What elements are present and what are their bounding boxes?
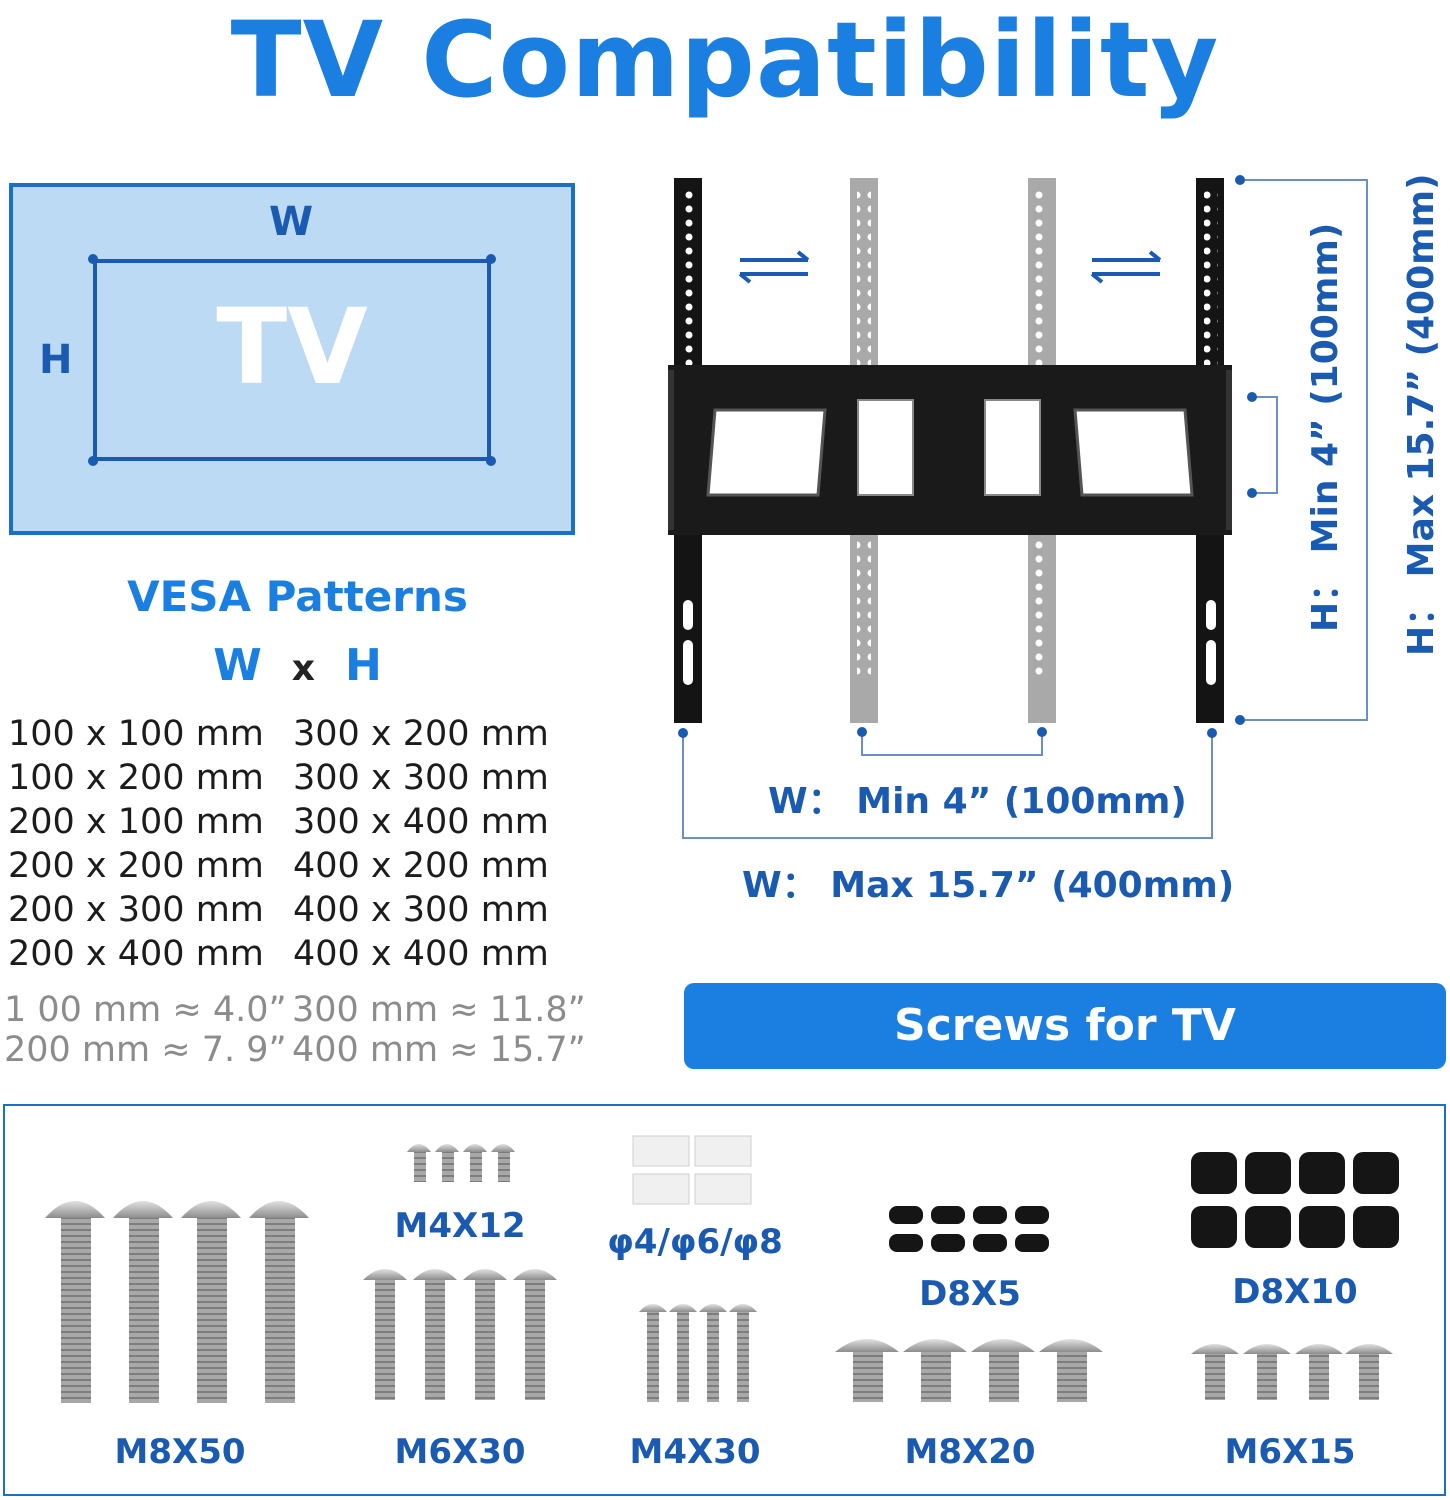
- conversion-item: 400 mm ≈ 15.7”: [292, 1030, 586, 1070]
- washers-label: φ4/φ6/φ8: [607, 1222, 783, 1262]
- d8x10-spacers: [1191, 1152, 1399, 1248]
- corner-dot: [88, 456, 98, 466]
- corner-dot: [486, 456, 496, 466]
- d8x5-spacers: [889, 1206, 1049, 1252]
- conversion-item: 300 mm ≈ 11.8”: [292, 990, 586, 1030]
- pattern-item: 300 x 400 mm: [293, 802, 549, 842]
- pattern-item: 400 x 300 mm: [293, 890, 549, 930]
- pattern-item: 100 x 100 mm: [8, 714, 264, 754]
- pattern-item: 100 x 200 mm: [8, 758, 264, 798]
- pattern-item: 400 x 200 mm: [293, 846, 549, 886]
- pattern-item: 200 x 400 mm: [8, 934, 264, 974]
- height-max-label: H： Max 15.7” (400mm): [1401, 173, 1442, 656]
- d8x5-label: D8X5: [919, 1274, 1021, 1314]
- d8x10-label: D8X10: [1232, 1272, 1358, 1312]
- m6x15-screws: [1191, 1344, 1393, 1400]
- width-label: W: [269, 199, 314, 245]
- m4x12-label: M4X12: [394, 1206, 526, 1246]
- h-letter: H: [344, 640, 382, 691]
- pattern-item: 200 x 100 mm: [8, 802, 264, 842]
- pattern-item: 200 x 200 mm: [8, 846, 264, 886]
- m8x50-screws: [45, 1201, 309, 1403]
- m6x30-label: M6X30: [394, 1432, 526, 1472]
- screws-panel: M8X50 M4X12 M6X30 φ4/φ6/φ8 M4X30 D8X5 M8…: [3, 1104, 1446, 1496]
- conversion-column-2: 300 mm ≈ 11.8” 400 mm ≈ 15.7”: [292, 990, 586, 1070]
- m4x30-label: M4X30: [629, 1432, 761, 1472]
- corner-dot: [486, 254, 496, 264]
- tv-label: TV: [216, 286, 368, 408]
- pattern-item: 300 x 300 mm: [293, 758, 549, 798]
- width-max-label: W： Max 15.7” (400mm): [742, 865, 1235, 906]
- m8x20-label: M8X20: [904, 1432, 1036, 1472]
- conversion-item: 1 00 mm ≈ 4.0”: [4, 990, 287, 1030]
- m6x15-label: M6X15: [1224, 1432, 1356, 1472]
- screws-illustration: [45, 1135, 1399, 1403]
- tv-diagram: W H TV: [9, 183, 575, 535]
- screws-banner: Screws for TV: [684, 983, 1446, 1069]
- m8x50-label: M8X50: [114, 1432, 246, 1472]
- vesa-rectangle: [93, 259, 491, 461]
- corner-dot: [88, 254, 98, 264]
- page-title: TV Compatibility: [230, 0, 1220, 121]
- vesa-title: VESA Patterns: [127, 572, 468, 621]
- pattern-column-1: 100 x 100 mm 100 x 200 mm 200 x 100 mm 2…: [8, 712, 264, 976]
- width-min-label: W： Min 4” (100mm): [768, 781, 1187, 822]
- height-min-label: H： Min 4” (100mm): [1305, 222, 1346, 632]
- washers: [632, 1135, 752, 1205]
- m4x30-screws: [639, 1304, 757, 1402]
- conversion-column-1: 1 00 mm ≈ 4.0” 200 mm ≈ 7. 9”: [4, 990, 287, 1070]
- m4x12-screws: [407, 1144, 515, 1182]
- tv-mount-bracket-illustration: [668, 175, 1368, 839]
- w-letter: W: [213, 640, 262, 691]
- pattern-item: 400 x 400 mm: [293, 934, 549, 974]
- height-label: H: [39, 337, 73, 383]
- pattern-item: 200 x 300 mm: [8, 890, 264, 930]
- conversion-item: 200 mm ≈ 7. 9”: [4, 1030, 287, 1070]
- pattern-column-2: 300 x 200 mm 300 x 300 mm 300 x 400 mm 4…: [293, 712, 549, 976]
- pattern-item: 300 x 200 mm: [293, 714, 549, 754]
- m8x20-screws: [835, 1339, 1103, 1402]
- x-letter: x: [291, 648, 315, 689]
- m6x30-screws: [363, 1269, 557, 1400]
